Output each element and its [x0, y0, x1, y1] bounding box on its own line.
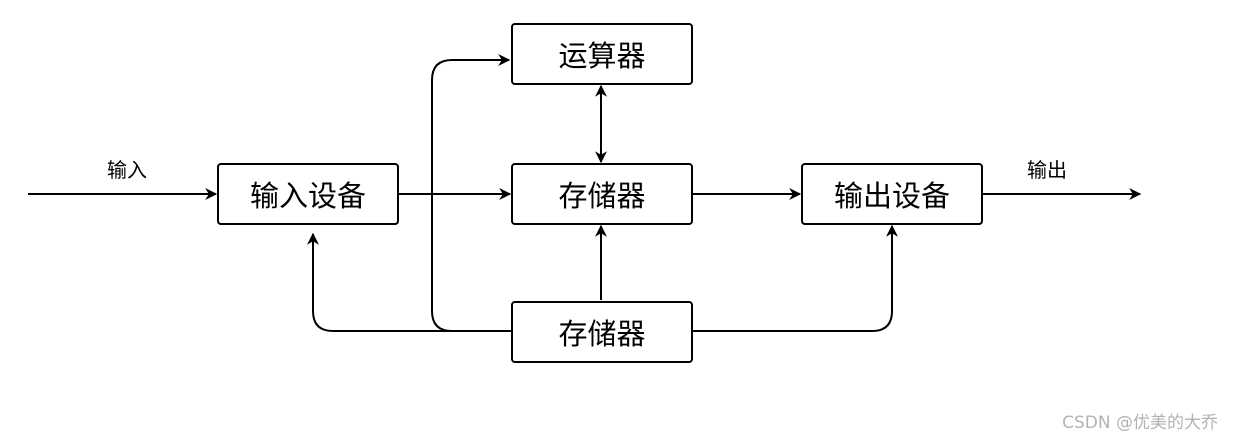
input-device-node: 输入设备 — [217, 163, 399, 225]
controller-node: 存储器 — [511, 301, 693, 363]
controller-node-label: 存储器 — [558, 317, 646, 351]
memory-node: 存储器 — [511, 163, 693, 225]
input-edge-label: 输入 — [107, 158, 147, 182]
edge-controller-to-output-device — [693, 224, 898, 332]
edge-controller-to-alu — [431, 54, 511, 332]
watermark: CSDN @优美的大乔 — [1062, 413, 1218, 433]
output-edge-label: 输出 — [1027, 158, 1067, 182]
edge-controller-to-input-device — [307, 232, 452, 332]
output-device-node: 输出设备 — [801, 163, 983, 225]
output-device-node-label: 输出设备 — [833, 179, 950, 213]
alu-node: 运算器 — [511, 23, 693, 85]
memory-node-label: 存储器 — [558, 179, 646, 213]
input-device-node-label: 输入设备 — [249, 179, 366, 213]
alu-node-label: 运算器 — [558, 39, 646, 73]
